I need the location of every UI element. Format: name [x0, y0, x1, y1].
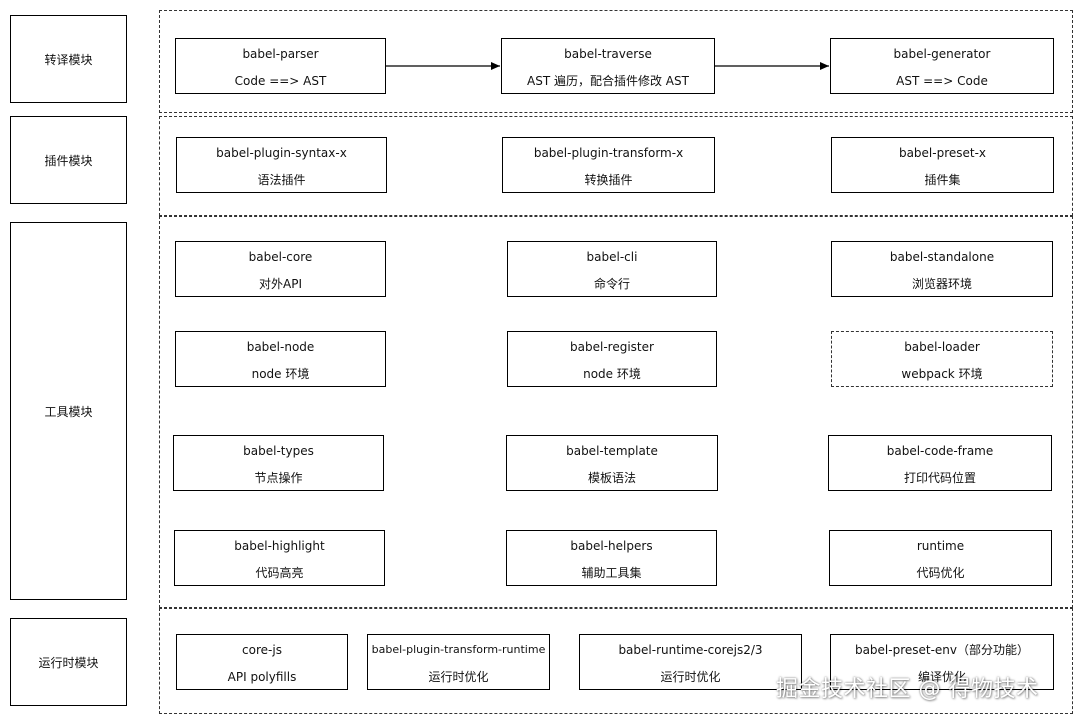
node-title: babel-standalone: [889, 250, 995, 264]
node-runtime: runtime 代码优化: [829, 530, 1052, 586]
node-desc: 运行时优化: [428, 670, 489, 684]
module-label-tools: 工具模块: [10, 222, 127, 600]
node-title: babel-helpers: [570, 539, 653, 553]
node-babel-standalone: babel-standalone 浏览器环境: [831, 241, 1053, 297]
node-desc: 运行时优化: [660, 670, 721, 684]
node-title: babel-preset-x: [898, 146, 987, 160]
node-title: babel-plugin-syntax-x: [216, 146, 347, 160]
node-desc: 语法插件: [257, 173, 306, 187]
node-babel-node: babel-node node 环境: [175, 331, 386, 387]
node-babel-core: babel-core 对外API: [175, 241, 386, 297]
node-title: babel-preset-env（部分功能）: [854, 643, 1030, 657]
node-title: babel-types: [243, 444, 314, 458]
watermark: 掘金技术社区 @ 得物技术: [776, 677, 1039, 702]
module-label-transpile: 转译模块: [10, 15, 127, 103]
node-desc: 浏览器环境: [911, 277, 972, 291]
node-title: babel-runtime-corejs2/3: [618, 643, 763, 657]
node-babel-runtime-corejs: babel-runtime-corejs2/3 运行时优化: [579, 634, 802, 690]
node-title: babel-parser: [242, 47, 319, 61]
node-babel-plugin-syntax-x: babel-plugin-syntax-x 语法插件: [176, 137, 387, 193]
node-title: babel-plugin-transform-x: [533, 146, 684, 160]
node-desc: node 环境: [251, 367, 310, 381]
node-desc: Code ==> AST: [234, 74, 327, 88]
node-desc: 对外API: [259, 277, 302, 291]
node-desc: webpack 环境: [901, 367, 983, 381]
module-label-plugin: 插件模块: [10, 116, 127, 204]
node-desc: API polyfills: [227, 670, 297, 684]
node-title: babel-traverse: [564, 47, 652, 61]
node-desc: 编译优化: [917, 670, 966, 684]
node-title: babel-node: [246, 340, 315, 354]
node-title: babel-template: [566, 444, 658, 458]
node-title: runtime: [916, 539, 965, 553]
node-desc: 代码高亮: [255, 566, 304, 580]
node-desc: 命令行: [593, 277, 630, 291]
group-transpile: [159, 10, 1073, 113]
node-title: babel-cli: [586, 250, 638, 264]
node-babel-loader: babel-loader webpack 环境: [831, 331, 1053, 387]
node-desc: 代码优化: [916, 566, 965, 580]
module-label-runtime-text: 运行时模块: [38, 655, 99, 670]
node-title: babel-highlight: [234, 539, 325, 553]
node-desc: 辅助工具集: [581, 566, 642, 580]
node-babel-cli: babel-cli 命令行: [507, 241, 717, 297]
node-babel-preset-x: babel-preset-x 插件集: [831, 137, 1054, 193]
group-runtime: [159, 608, 1073, 714]
node-babel-traverse: babel-traverse AST 遍历，配合插件修改 AST: [501, 38, 715, 94]
node-babel-plugin-transform-runtime: babel-plugin-transform-runtime 运行时优化: [367, 634, 550, 690]
node-babel-preset-env: babel-preset-env（部分功能） 编译优化: [830, 634, 1054, 690]
node-babel-parser: babel-parser Code ==> AST: [175, 38, 386, 94]
node-title: babel-plugin-transform-runtime: [371, 643, 546, 656]
node-title: babel-core: [248, 250, 313, 264]
module-label-plugin-text: 插件模块: [44, 153, 93, 168]
node-babel-plugin-transform-x: babel-plugin-transform-x 转换插件: [502, 137, 715, 193]
node-title: babel-code-frame: [886, 444, 994, 458]
node-babel-helpers: babel-helpers 辅助工具集: [506, 530, 717, 586]
node-title: babel-generator: [893, 47, 991, 61]
module-label-tools-text: 工具模块: [44, 404, 93, 419]
module-label-transpile-text: 转译模块: [44, 52, 93, 67]
node-babel-code-frame: babel-code-frame 打印代码位置: [828, 435, 1052, 491]
node-babel-template: babel-template 模板语法: [506, 435, 718, 491]
node-desc: 打印代码位置: [903, 471, 976, 485]
node-desc: 节点操作: [254, 471, 303, 485]
module-label-runtime: 运行时模块: [10, 618, 127, 706]
node-desc: AST 遍历，配合插件修改 AST: [527, 74, 689, 88]
group-tools: [159, 216, 1073, 608]
node-title: core-js: [242, 643, 282, 657]
node-title: babel-register: [570, 340, 654, 354]
group-plugin: [159, 116, 1073, 216]
node-title: babel-loader: [904, 340, 980, 354]
node-babel-types: babel-types 节点操作: [173, 435, 384, 491]
node-babel-register: babel-register node 环境: [507, 331, 717, 387]
node-core-js: core-js API polyfills: [176, 634, 348, 690]
node-desc: 转换插件: [584, 173, 633, 187]
node-desc: node 环境: [583, 367, 641, 381]
node-desc: AST ==> Code: [896, 74, 988, 88]
node-babel-highlight: babel-highlight 代码高亮: [174, 530, 385, 586]
node-desc: 插件集: [924, 173, 961, 187]
node-desc: 模板语法: [587, 471, 636, 485]
node-babel-generator: babel-generator AST ==> Code: [830, 38, 1054, 94]
